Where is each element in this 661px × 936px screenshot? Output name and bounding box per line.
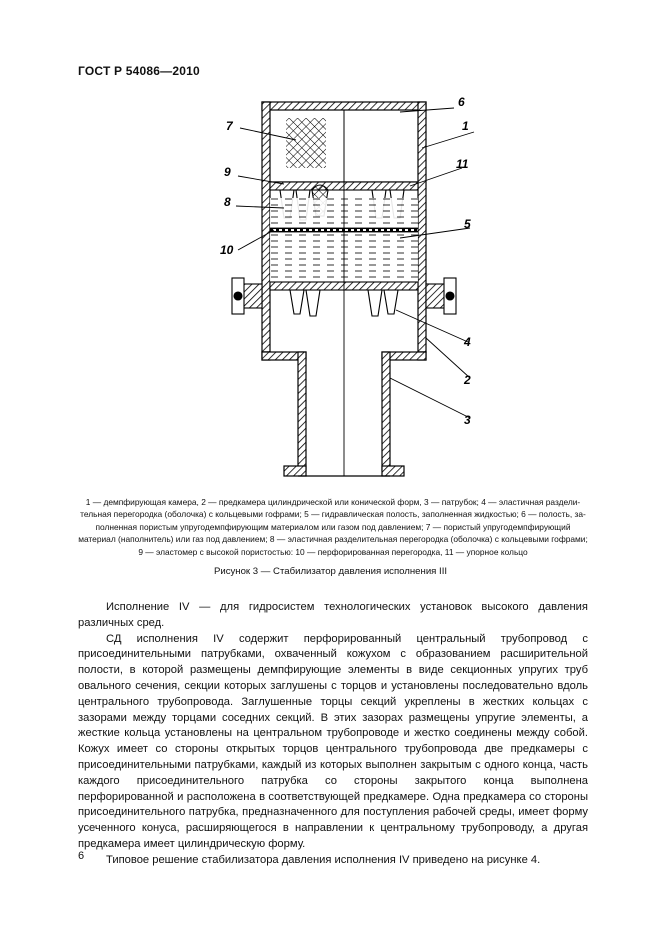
callout-10: 10 [220,243,234,257]
leader-lines [235,107,475,419]
legend-line: полненная пористым упругодемпфирующим ма… [95,521,571,532]
callout-5: 5 [464,217,471,231]
callout-11: 11 [456,157,469,171]
callout-2: 2 [463,373,471,387]
callout-9: 9 [224,165,231,179]
legend-line: материал (наполнитель) или газ под давле… [78,534,588,545]
legend-line: 9 — эластомер с высокой пористостью: 10 … [138,546,528,557]
legend-line: 1 — демпфирующая камера, 2 — предкамера … [85,497,581,507]
document-standard-header: ГОСТ Р 54086—2010 [78,64,200,78]
paragraph: Исполнение IV — для гидросистем технолог… [78,601,588,629]
porous-filler [286,118,326,168]
page-number: 6 [78,850,85,862]
callout-4: 4 [463,335,471,349]
outlet-pipe [283,351,405,477]
callout-8: 8 [224,195,231,209]
callout-labels: 6 1 7 9 11 8 5 10 4 2 3 [220,95,471,427]
callout-6: 6 [458,95,465,109]
callout-3: 3 [464,413,471,427]
callout-7: 7 [226,119,234,133]
figure-title: Рисунок 3 — Стабилизатор давления исполн… [213,566,448,577]
stabilizer-drawing: 6 1 7 9 11 8 5 10 4 2 3 [220,95,475,477]
paragraph: Типовое решение стабилизатора давления и… [106,853,541,866]
figure-legend: 1 — демпфирующая камера, 2 — предкамера … [78,496,588,558]
paragraph: СД исполнения IV содержит перфорированны… [78,632,588,850]
flanges [231,277,457,315]
callout-1: 1 [462,119,469,133]
body-text: Исполнение IV — для гидросистем технолог… [78,600,588,869]
legend-line: тельная перегородка (оболочка) с кольцев… [80,509,586,520]
